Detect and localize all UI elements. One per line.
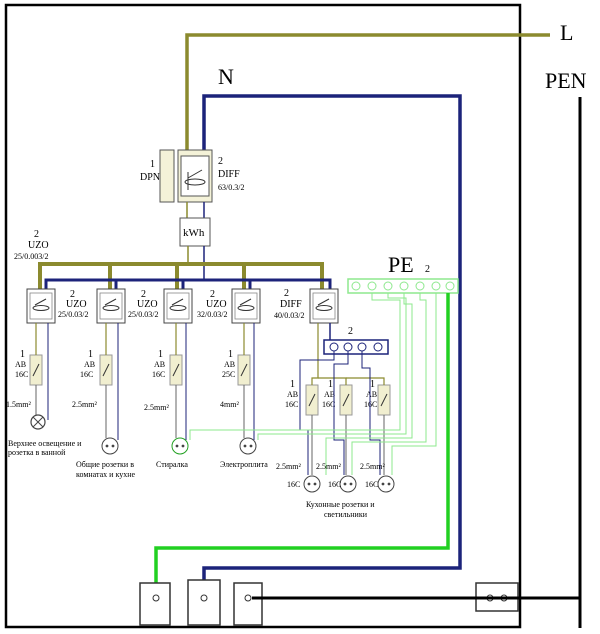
- ab5-count: 1: [290, 379, 295, 390]
- phase-busbar: [38, 262, 324, 290]
- wire3: 2.5mm²: [144, 403, 169, 412]
- uzo1-rating: 25/0.003/2: [14, 252, 48, 261]
- ab2-name: AB: [84, 360, 95, 369]
- load1-caption-2: розетка в ванной: [8, 448, 66, 457]
- nbus-terminals: [329, 342, 383, 352]
- uzo3-rating: 25/0.03/2: [128, 310, 158, 319]
- wire1: 1.5mm²: [6, 400, 31, 409]
- load2-caption-1: Общие розетки в: [76, 460, 134, 469]
- wire2: 2.5mm²: [72, 400, 97, 409]
- uzo3-name: UZO: [137, 299, 158, 310]
- n-label: N: [218, 64, 234, 89]
- neutral-main-wire: [202, 560, 462, 585]
- pe-count: 2: [425, 264, 430, 275]
- wire6: 2.5mm²: [316, 462, 341, 471]
- ab6-name: AB: [324, 390, 335, 399]
- pen-label: PEN: [545, 68, 587, 93]
- diff-main-rating: 63/0.3/2: [218, 183, 244, 192]
- meter-label: kWh: [183, 227, 205, 239]
- uzo2-name: UZO: [66, 299, 87, 310]
- phase-incoming-wire: [185, 33, 550, 160]
- ab3-name: AB: [154, 360, 165, 369]
- ab4-count: 1: [228, 349, 233, 360]
- pe-terminals: [351, 281, 455, 291]
- socket-icon: [171, 437, 189, 455]
- socket-icon: [303, 475, 321, 493]
- ab-breaker-6: [339, 384, 353, 416]
- ab-breaker-2: [99, 354, 113, 386]
- uzo4-name: UZO: [206, 299, 227, 310]
- ab-breaker-4: [237, 354, 251, 386]
- uzo3-count: 2: [141, 289, 146, 300]
- socket-icon: [239, 437, 257, 455]
- panel-enclosure: [4, 3, 522, 629]
- wire7: 2.5mm²: [360, 462, 385, 471]
- sock5-rating: 16C: [287, 480, 300, 489]
- socket-icon: [377, 475, 395, 493]
- load3-caption: Стиралка: [156, 460, 188, 469]
- ab7-rating: 16C: [364, 400, 377, 409]
- sock6-rating: 16C: [328, 480, 341, 489]
- lamp-icon: [30, 414, 46, 430]
- bottom-terminals: [139, 579, 519, 626]
- ab6-count: 1: [328, 379, 333, 390]
- diff2-count: 2: [284, 288, 289, 299]
- neutral-incoming-wire: [202, 94, 462, 560]
- uzo-2: [96, 288, 126, 324]
- ab7-count: 1: [370, 379, 375, 390]
- diff2-rating: 40/0.03/2: [274, 311, 304, 320]
- dpn-breaker: [159, 149, 213, 203]
- ab-breaker-7: [377, 384, 391, 416]
- uzo4-rating: 32/0.03/2: [197, 310, 227, 319]
- uzo2-rating: 25/0.03/2: [58, 310, 88, 319]
- pe-label: PE: [388, 252, 414, 277]
- wire5: 2.5mm²: [276, 462, 301, 471]
- diff-2: [309, 288, 339, 324]
- dpn-count: 1: [150, 159, 155, 170]
- ab7-name: AB: [366, 390, 377, 399]
- diff2-name: DIFF: [280, 299, 302, 310]
- ab4-name: AB: [224, 360, 235, 369]
- sock7-rating: 16C: [365, 480, 378, 489]
- nbus-count: 2: [348, 326, 353, 337]
- pe-main-wire: [154, 293, 450, 585]
- ab5-rating: 16C: [285, 400, 298, 409]
- neutral-subbus: [323, 339, 389, 355]
- energy-meter: [179, 217, 211, 247]
- uzo2-count: 2: [70, 289, 75, 300]
- load1-caption-1: Верхнее освещение и: [8, 439, 82, 448]
- ab1-rating: 16C: [15, 370, 28, 379]
- uzo1-count: 2: [34, 229, 39, 240]
- socket-icon: [339, 475, 357, 493]
- ab-breaker-1: [29, 354, 43, 386]
- socket-icon: [101, 437, 119, 455]
- ab3-rating: 16C: [152, 370, 165, 379]
- uzo4-count: 2: [210, 289, 215, 300]
- ab4-rating: 25C: [222, 370, 235, 379]
- ab1-name: AB: [15, 360, 26, 369]
- load5-caption-2: светильники: [324, 510, 368, 519]
- ab2-rating: 16C: [80, 370, 93, 379]
- uzo-4: [231, 288, 261, 324]
- load5-caption-1: Кухонные розетки и: [306, 500, 375, 509]
- uzo1-name: UZO: [28, 240, 49, 251]
- ab-breaker-5: [305, 384, 319, 416]
- ab3-count: 1: [158, 349, 163, 360]
- ab-breaker-3: [169, 354, 183, 386]
- load4-caption: Электроплита: [220, 460, 268, 469]
- ab6-rating: 16C: [322, 400, 335, 409]
- dpn-label: DPN: [140, 172, 160, 183]
- uzo-1: [26, 288, 56, 324]
- ab1-count: 1: [20, 349, 25, 360]
- ab2-count: 1: [88, 349, 93, 360]
- neutral-busbar: [44, 278, 332, 290]
- wire4: 4mm²: [220, 400, 239, 409]
- ab5-name: AB: [287, 390, 298, 399]
- load2-caption-2: комнатах и кухне: [76, 470, 135, 479]
- diff-main-count: 2: [218, 156, 223, 167]
- uzo-3: [163, 288, 193, 324]
- diff-main-label: DIFF: [218, 169, 240, 180]
- l-label: L: [560, 20, 573, 45]
